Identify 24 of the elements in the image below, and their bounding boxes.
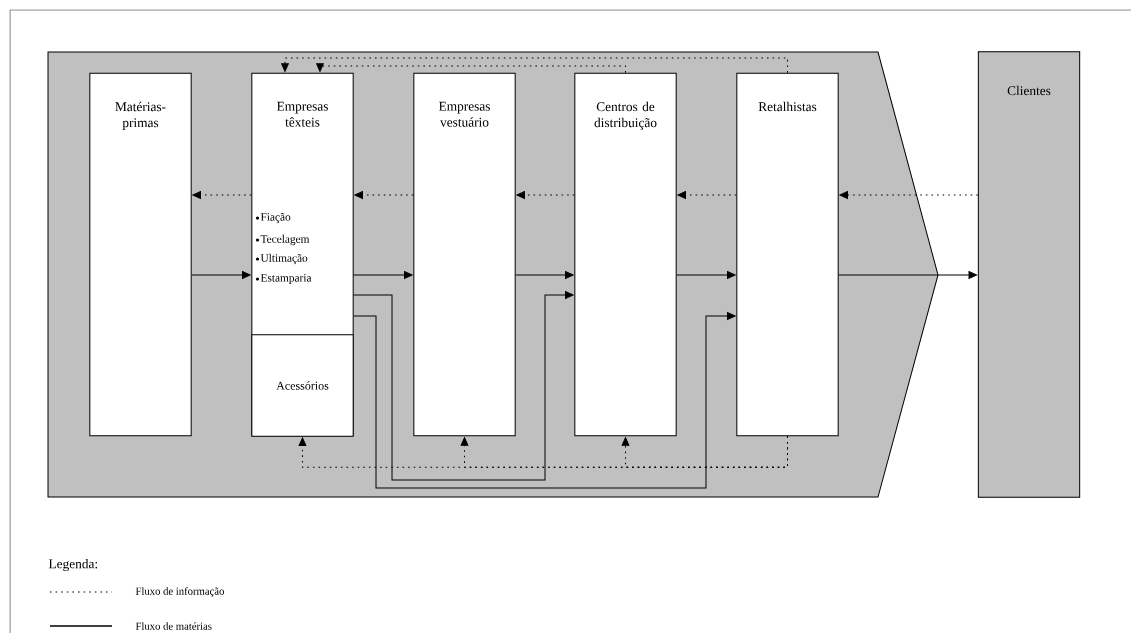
arrow: [353, 291, 574, 481]
arrow: [316, 63, 626, 74]
legend-text: Fluxo de informação: [135, 587, 224, 597]
arrow: [192, 191, 252, 199]
process-box: Matérias-primas: [89, 72, 192, 437]
arrow: [676, 271, 736, 279]
process-box: Empresas vestuário: [413, 72, 516, 437]
arrow: [191, 271, 251, 279]
arrow: [515, 271, 574, 279]
legend-heading: Legenda:: [48, 558, 98, 572]
arrow: [354, 191, 414, 199]
legend-text: Fluxo de matérias: [135, 622, 212, 630]
arrow: [839, 191, 979, 199]
process-box: Centros de distribuição: [574, 72, 677, 437]
arrow: [516, 191, 575, 199]
process-box: Retalhistas: [736, 72, 839, 437]
arrow: [353, 271, 413, 279]
process-box: Clientes: [977, 51, 1081, 498]
arrow: [621, 435, 788, 468]
arrow: [281, 57, 788, 74]
arrow: [838, 271, 978, 279]
process-box: Acessórios: [251, 334, 354, 437]
arrow: [353, 312, 736, 489]
arrow: [677, 191, 737, 199]
